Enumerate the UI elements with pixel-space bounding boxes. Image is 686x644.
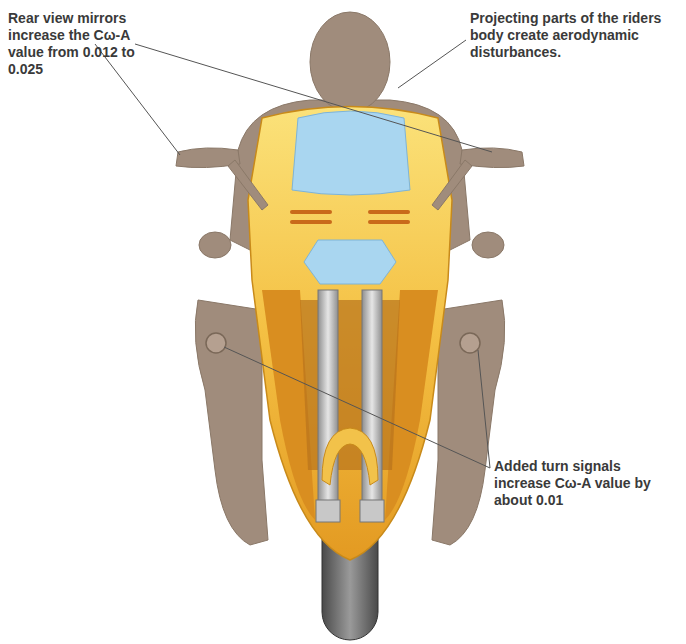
callout-label: Added turn signals increase Cω-A value b… bbox=[494, 458, 679, 509]
leader-line bbox=[135, 44, 492, 152]
rider bbox=[195, 12, 505, 545]
leader-line bbox=[224, 347, 490, 468]
leader-line bbox=[95, 44, 180, 155]
rider-helmet bbox=[310, 12, 390, 112]
leader-line bbox=[398, 40, 466, 88]
rider-left-leg bbox=[195, 300, 268, 545]
leader-lines bbox=[95, 40, 492, 468]
rider-left-hand bbox=[199, 232, 231, 258]
rider-right-leg bbox=[432, 300, 505, 545]
left-mirror-stem bbox=[228, 160, 268, 210]
air-vents bbox=[290, 210, 410, 224]
right-mirror-stem bbox=[432, 160, 472, 210]
turn-signals bbox=[206, 333, 480, 353]
leader-line bbox=[478, 350, 490, 468]
rider-right-hand bbox=[472, 232, 504, 258]
headlight bbox=[304, 240, 396, 284]
fairing bbox=[248, 107, 452, 561]
callout-label: Projecting parts of the riders body crea… bbox=[470, 10, 670, 61]
right-fork-foot bbox=[360, 500, 384, 522]
windscreen bbox=[292, 111, 410, 195]
front-fender bbox=[322, 428, 378, 485]
right-turn-signal bbox=[460, 333, 480, 353]
left-turn-signal bbox=[206, 333, 226, 353]
callout-label: Rear view mirrors increase the Cω-A valu… bbox=[8, 10, 158, 78]
rear-view-mirrors bbox=[176, 148, 524, 210]
left-fork-foot bbox=[316, 500, 340, 522]
